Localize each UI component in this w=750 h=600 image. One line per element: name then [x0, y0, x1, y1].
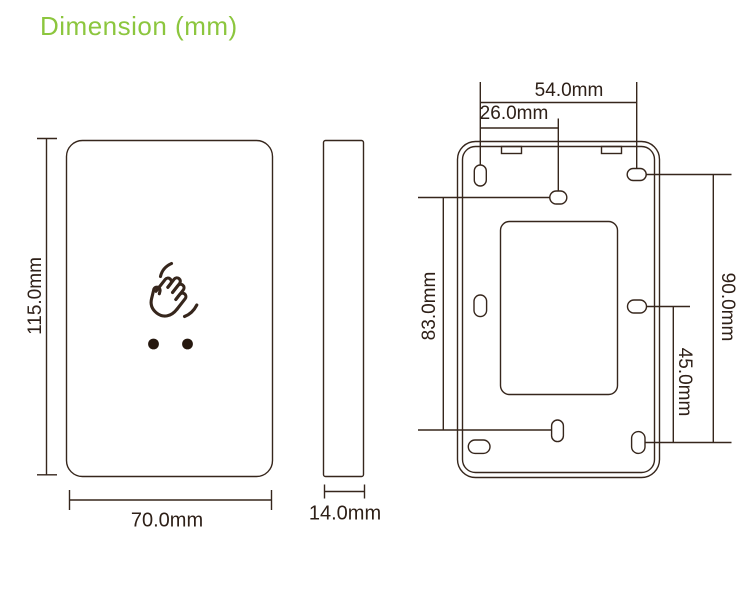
side-depth-label: 14.0mm	[308, 502, 382, 525]
mounting-hole-mid-left	[473, 294, 488, 318]
side-depth-dim-line	[323, 484, 366, 499]
back-wiring-cutout	[499, 220, 619, 396]
front-height-label: 115.0mm	[25, 257, 46, 335]
front-height-dim-line	[37, 137, 57, 476]
mounting-hole-bottom-right	[630, 430, 646, 455]
front-view	[65, 139, 274, 478]
mounting-hole-bottom-center	[550, 419, 565, 443]
back-top-notch-right	[600, 145, 623, 155]
mounting-hole-bottom-left	[467, 439, 491, 455]
back-view	[456, 140, 661, 479]
back-right-span-label: 90.0mm	[717, 272, 738, 342]
back-right-half-span-label: 45.0mm	[674, 347, 695, 417]
back-top-span-label: 54.0mm	[534, 80, 604, 101]
side-view	[322, 139, 365, 478]
mounting-hole-top-left	[473, 164, 487, 187]
back-left-span-label: 83.0mm	[419, 271, 440, 341]
back-panel-inner-outline	[461, 145, 656, 474]
back-top-offset-label: 26.0mm	[479, 103, 549, 124]
back-top-notch-left	[500, 145, 523, 155]
led-indicator-dot-left	[148, 338, 159, 350]
led-indicator-dot-right	[182, 338, 193, 350]
front-panel-outline	[65, 139, 274, 478]
front-width-label: 70.0mm	[130, 509, 204, 532]
wave-motion-arc-top	[158, 261, 174, 279]
mounting-hole-top-center	[549, 190, 568, 205]
front-width-dim-line	[68, 490, 273, 510]
back-panel-outer-outline	[456, 140, 661, 479]
side-panel-outline	[322, 139, 365, 478]
wave-motion-arc-bottom	[182, 303, 199, 319]
mounting-hole-mid-right	[626, 299, 648, 314]
mounting-hole-top-right	[626, 167, 647, 182]
page-title: Dimension (mm)	[40, 11, 238, 41]
hand-wave-icon	[149, 261, 199, 319]
